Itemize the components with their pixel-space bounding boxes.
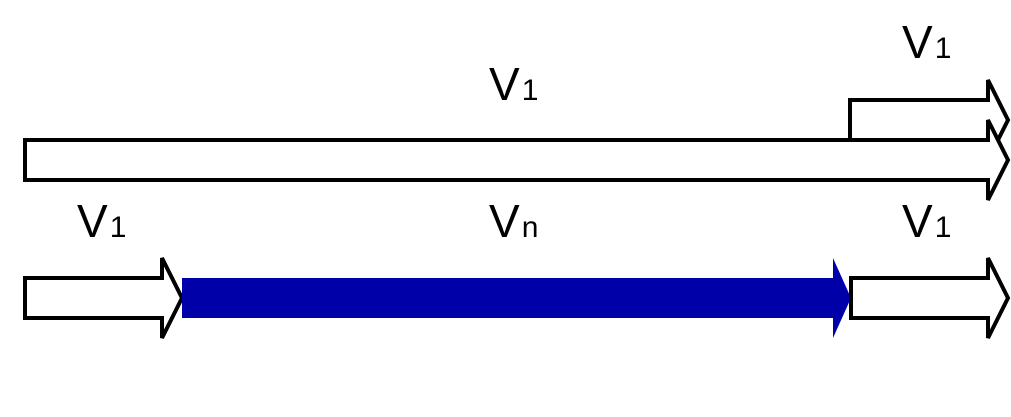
label-bottom-left-main: V: [77, 195, 108, 247]
bottom-left-arrow: [23, 257, 185, 339]
label-bottom-right: V1: [902, 195, 951, 247]
label-bottom-left: V1: [77, 195, 126, 247]
label-bottom-right-main: V: [902, 195, 933, 247]
bottom-middle-arrow-vn: [182, 258, 851, 338]
label-bottom-right-sub: 1: [935, 211, 952, 244]
label-top-right-sub: 1: [935, 32, 952, 65]
label-bottom-middle-sub: n: [522, 211, 539, 244]
label-top-long: V1: [489, 58, 538, 110]
label-top-right: V1: [902, 16, 951, 68]
label-top-long-main: V: [489, 58, 520, 110]
top-long-arrow: [23, 119, 1011, 201]
label-top-long-sub: 1: [522, 74, 539, 107]
label-bottom-middle: Vn: [489, 195, 538, 247]
label-top-right-main: V: [902, 16, 933, 68]
bottom-right-arrow: [849, 257, 1011, 339]
label-bottom-middle-main: V: [489, 195, 520, 247]
label-bottom-left-sub: 1: [110, 211, 127, 244]
